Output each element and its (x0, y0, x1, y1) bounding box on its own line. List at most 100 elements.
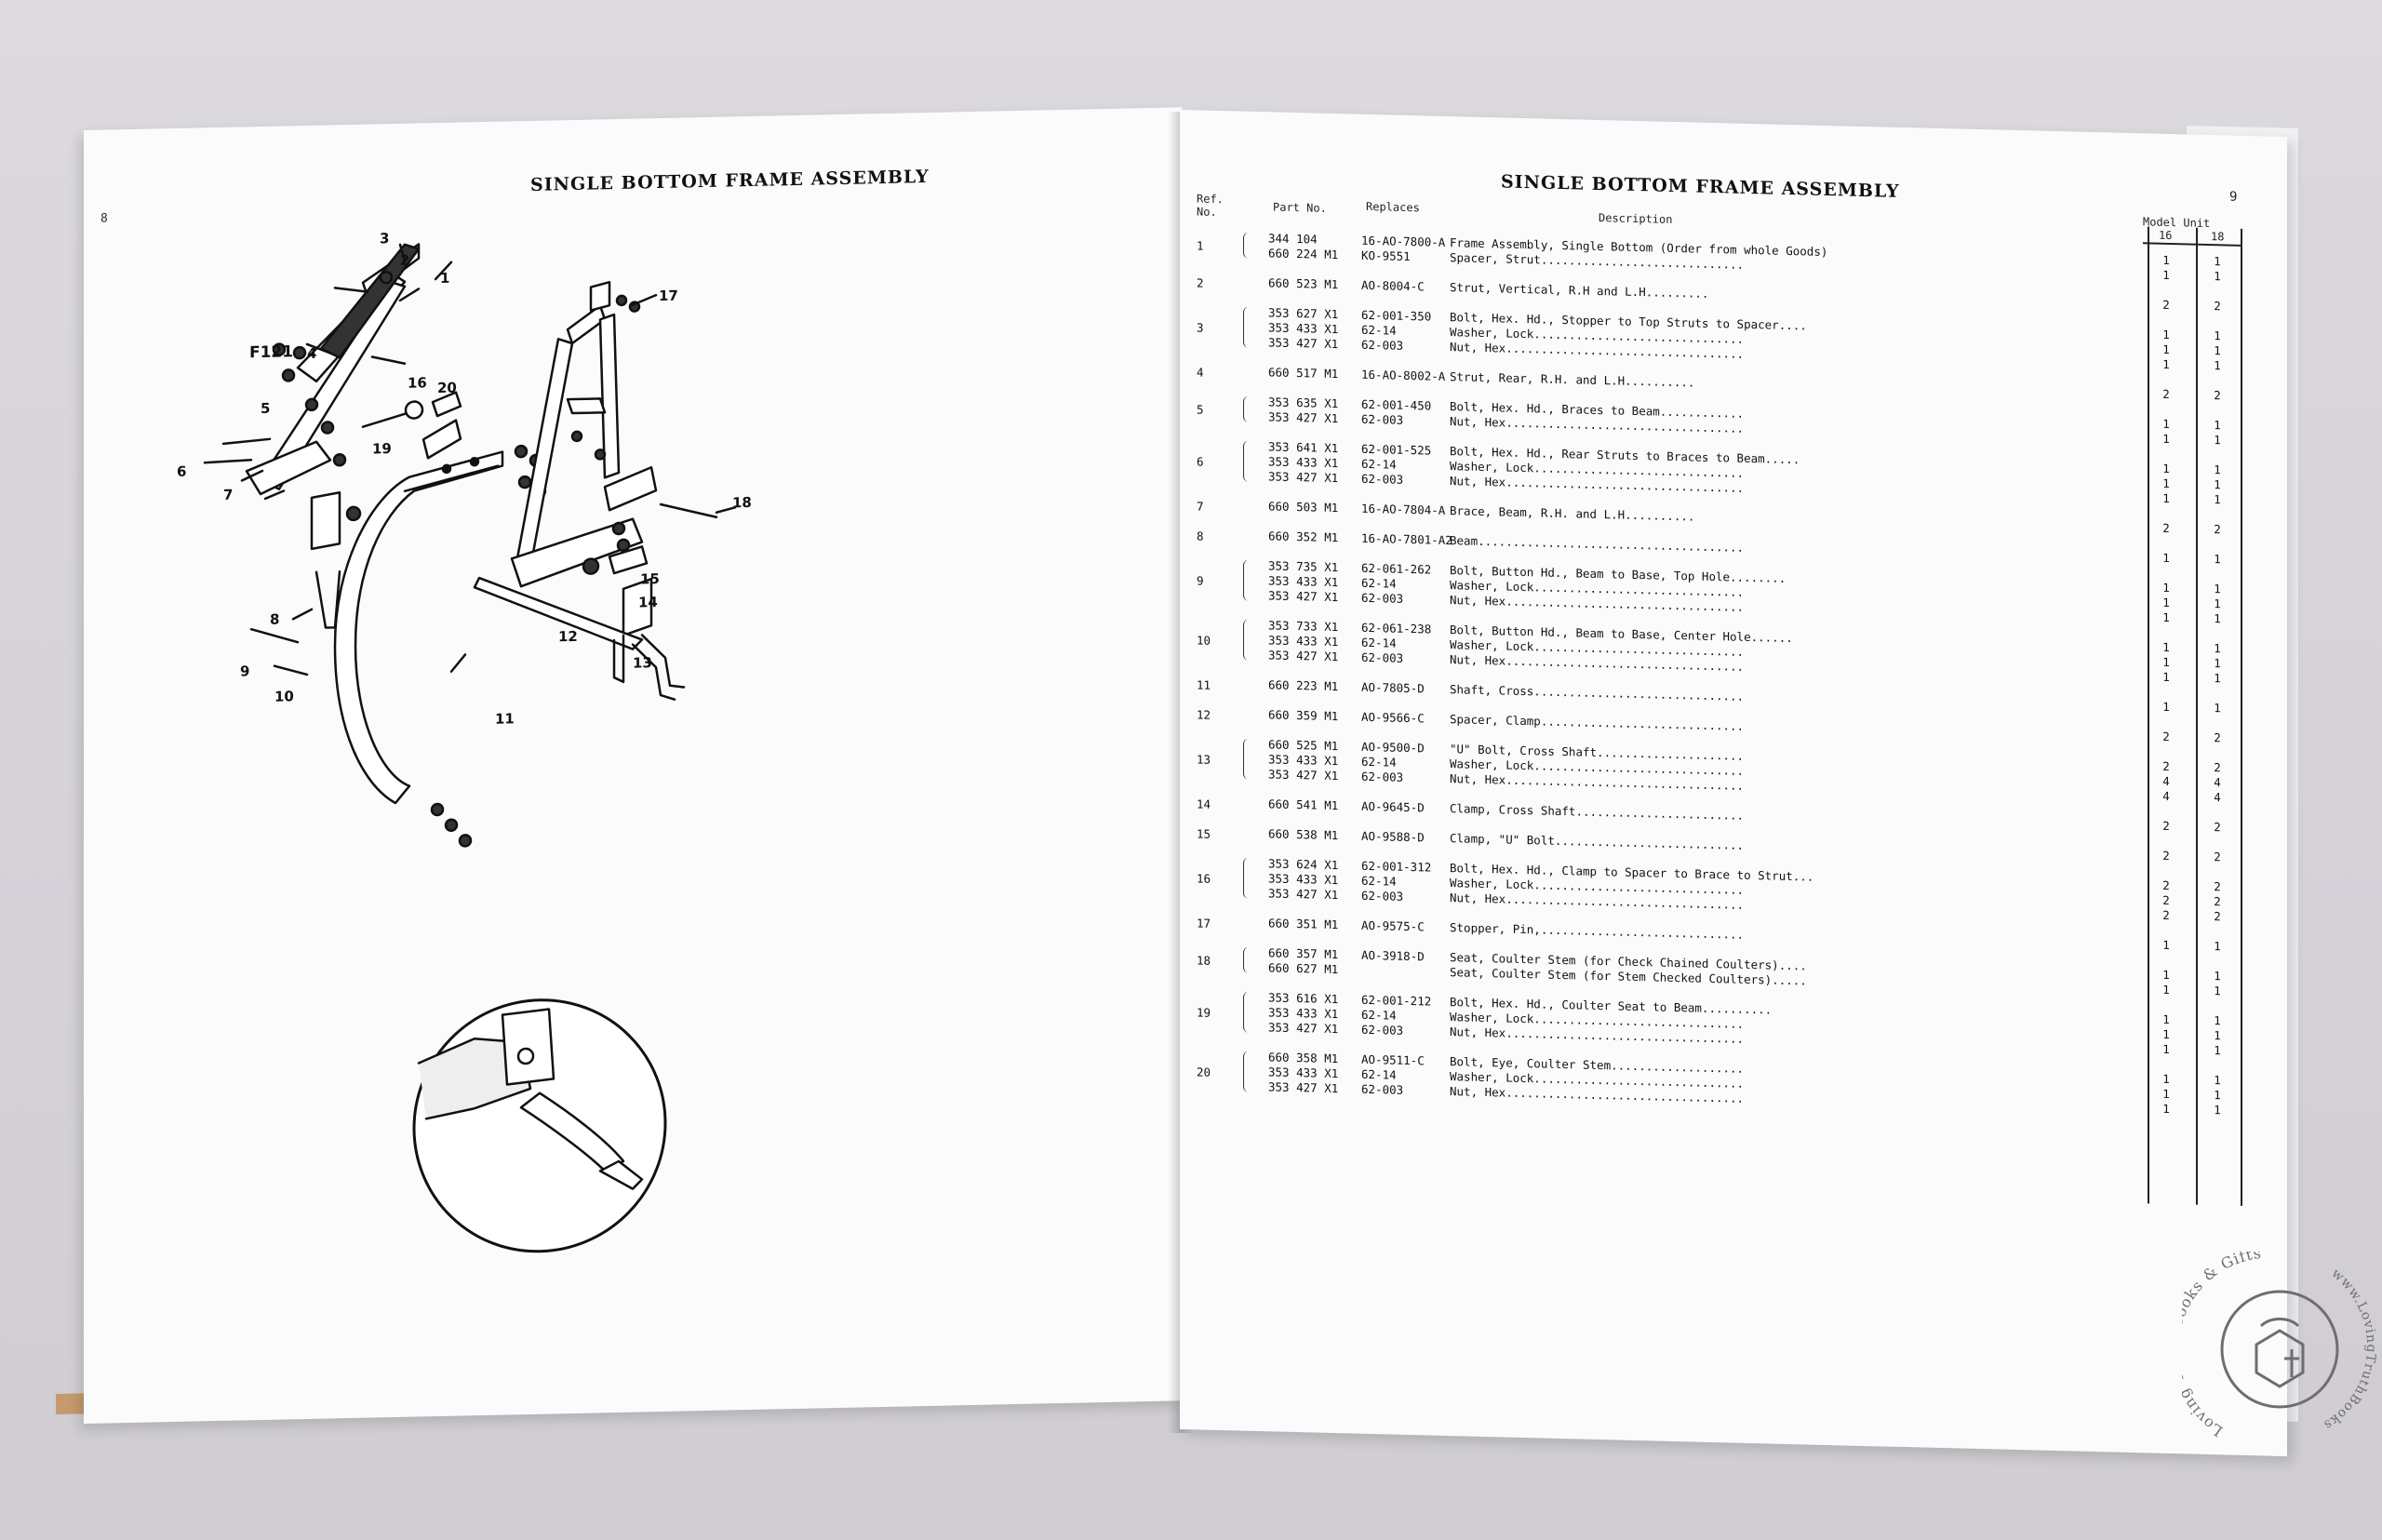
qty-model-16: 1 (2162, 1086, 2170, 1101)
part-description: Shaft, Cross............................… (1450, 682, 1745, 703)
qty-model-18: 1 (2214, 552, 2221, 567)
ref-number: 19 (1197, 1005, 1211, 1020)
replaces-number: 62-003 (1361, 471, 1404, 487)
replaces-number: 62-14 (1361, 456, 1397, 472)
replaces-number: 62-001-350 (1361, 307, 1432, 324)
callout-2: 2 (400, 252, 409, 269)
qty-model-16: 1 (2162, 580, 2170, 595)
qty-model-16: 1 (2162, 595, 2170, 609)
part-number: 660 541 M1 (1268, 797, 1339, 813)
qty-model-18: 1 (2214, 611, 2221, 626)
replaces-number: 62-003 (1361, 590, 1404, 606)
part-number: 353 433 X1 (1268, 320, 1339, 337)
part-description: Strut, Vertical, R.H and L.H......... (1450, 280, 1709, 301)
qty-model-18: 2 (2214, 522, 2221, 537)
qty-model-16: 1 (2162, 431, 2170, 446)
qty-model-18: 1 (2214, 343, 2221, 358)
qty-model-18: 2 (2214, 820, 2221, 835)
part-description: Stopper, Pin,...........................… (1450, 920, 1745, 942)
replaces-number: AO-9588-D (1361, 828, 1425, 845)
qty-model-16: 1 (2162, 1101, 2170, 1116)
qty-model-18: 1 (2214, 939, 2221, 954)
part-number: 660 223 M1 (1268, 677, 1339, 694)
qty-model-18: 1 (2214, 641, 2221, 656)
qty-model-18: 1 (2214, 418, 2221, 433)
qty-model-18: 1 (2214, 492, 2221, 507)
replaces-number: 62-061-238 (1361, 620, 1432, 636)
part-number: 353 427 X1 (1268, 1020, 1339, 1037)
replaces-number: AO-9645-D (1361, 798, 1425, 815)
ref-number: 13 (1197, 752, 1211, 767)
part-number: 353 433 X1 (1268, 573, 1339, 590)
qty-model-16: 1 (2162, 550, 2170, 565)
replaces-number: KO-9551 (1361, 248, 1411, 264)
replaces-number: 62-003 (1361, 769, 1404, 784)
ref-number: 14 (1197, 797, 1211, 811)
part-number: 660 352 M1 (1268, 529, 1339, 545)
group-brace (1243, 857, 1250, 899)
ref-number: 12 (1197, 707, 1211, 722)
header-ref: Ref. (1197, 192, 1224, 207)
part-number: 660 357 M1 (1268, 945, 1339, 962)
qty-model-18: 1 (2214, 1028, 2221, 1043)
callout-5: 5 (261, 400, 270, 417)
ref-number: 16 (1197, 871, 1211, 886)
callout-17: 17 (659, 288, 678, 304)
part-number: 660 627 M1 (1268, 960, 1339, 977)
callout-19: 19 (372, 440, 392, 457)
qty-model-16: 2 (2162, 818, 2170, 833)
group-brace (1243, 946, 1250, 973)
replaces-number: AO-8004-C (1361, 277, 1425, 294)
header-model-unit: Model Unit (2143, 215, 2211, 231)
qty-model-18: 2 (2214, 894, 2221, 909)
callout-8: 8 (270, 611, 279, 628)
qty-model-16: 1 (2162, 356, 2170, 371)
qty-model-18: 2 (2214, 879, 2221, 894)
callout-11: 11 (495, 710, 515, 727)
header-description: Description (1599, 210, 1673, 226)
qty-model-16: 1 (2162, 699, 2170, 714)
group-brace (1243, 559, 1250, 601)
replaces-number: 62-14 (1361, 635, 1397, 650)
qty-model-16: 1 (2162, 461, 2170, 475)
part-number: 353 433 X1 (1268, 633, 1339, 649)
right-page: SINGLE BOTTOM FRAME ASSEMBLY 9 Ref. No. … (1180, 110, 2287, 1457)
part-number: 660 525 M1 (1268, 737, 1339, 754)
replaces-number: 62-003 (1361, 888, 1404, 904)
part-description: Strut, Rear, R.H. and L.H.......... (1450, 369, 1695, 390)
qty-model-16: 1 (2162, 475, 2170, 490)
replaces-number: 62-061-262 (1361, 560, 1432, 577)
callout-3: 3 (380, 230, 389, 247)
replaces-number: 62-003 (1361, 1022, 1404, 1038)
qty-model-18: 4 (2214, 790, 2221, 805)
replaces-number: 62-003 (1361, 1081, 1404, 1097)
ref-number: 11 (1197, 677, 1211, 692)
part-number: 353 627 X1 (1268, 305, 1339, 322)
part-number: 353 427 X1 (1268, 648, 1339, 664)
part-number: 353 433 X1 (1268, 454, 1339, 471)
part-number: 353 433 X1 (1268, 871, 1339, 888)
qty-model-18: 2 (2214, 730, 2221, 745)
ref-number: 18 (1197, 953, 1211, 968)
header-model-18: 18 (2211, 230, 2225, 244)
qty-model-18: 1 (2214, 1013, 2221, 1028)
qty-model-18: 1 (2214, 269, 2221, 284)
qty-model-16: 1 (2162, 982, 2170, 997)
ref-number: 6 (1197, 454, 1204, 469)
qty-model-16: 1 (2162, 416, 2170, 431)
qty-model-18: 2 (2214, 299, 2221, 314)
model-column-rule-middle (2196, 227, 2198, 1205)
qty-model-16: 1 (2162, 1071, 2170, 1086)
qty-model-16: 4 (2162, 788, 2170, 803)
part-number: 353 616 X1 (1268, 990, 1339, 1007)
qty-model-18: 1 (2214, 477, 2221, 492)
group-brace (1243, 991, 1250, 1033)
ref-number: 15 (1197, 826, 1211, 841)
part-number: 660 358 M1 (1268, 1050, 1339, 1066)
qty-model-16: 1 (2162, 1026, 2170, 1041)
